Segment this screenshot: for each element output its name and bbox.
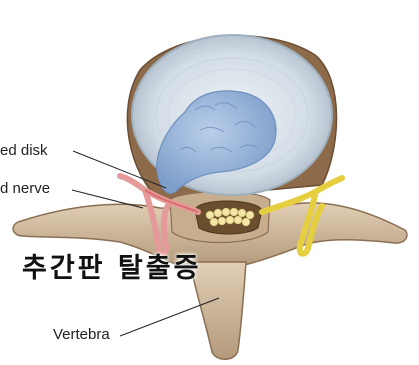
overlay-title: 추간판 탈출증 [22,246,201,285]
vertebra-label: Vertebra [53,327,110,342]
disk-label: ed disk [0,143,48,158]
nerve-label: d nerve [0,181,50,196]
